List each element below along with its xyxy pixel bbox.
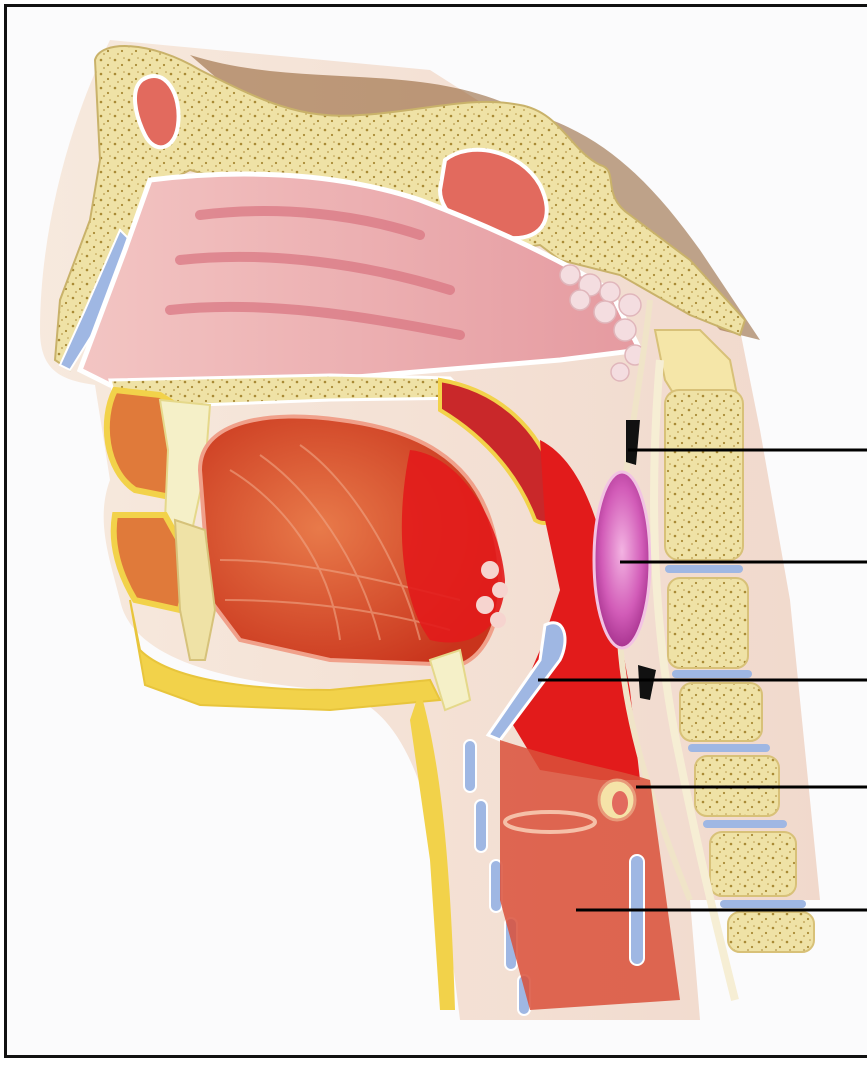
palatine-tonsil [594,472,650,648]
